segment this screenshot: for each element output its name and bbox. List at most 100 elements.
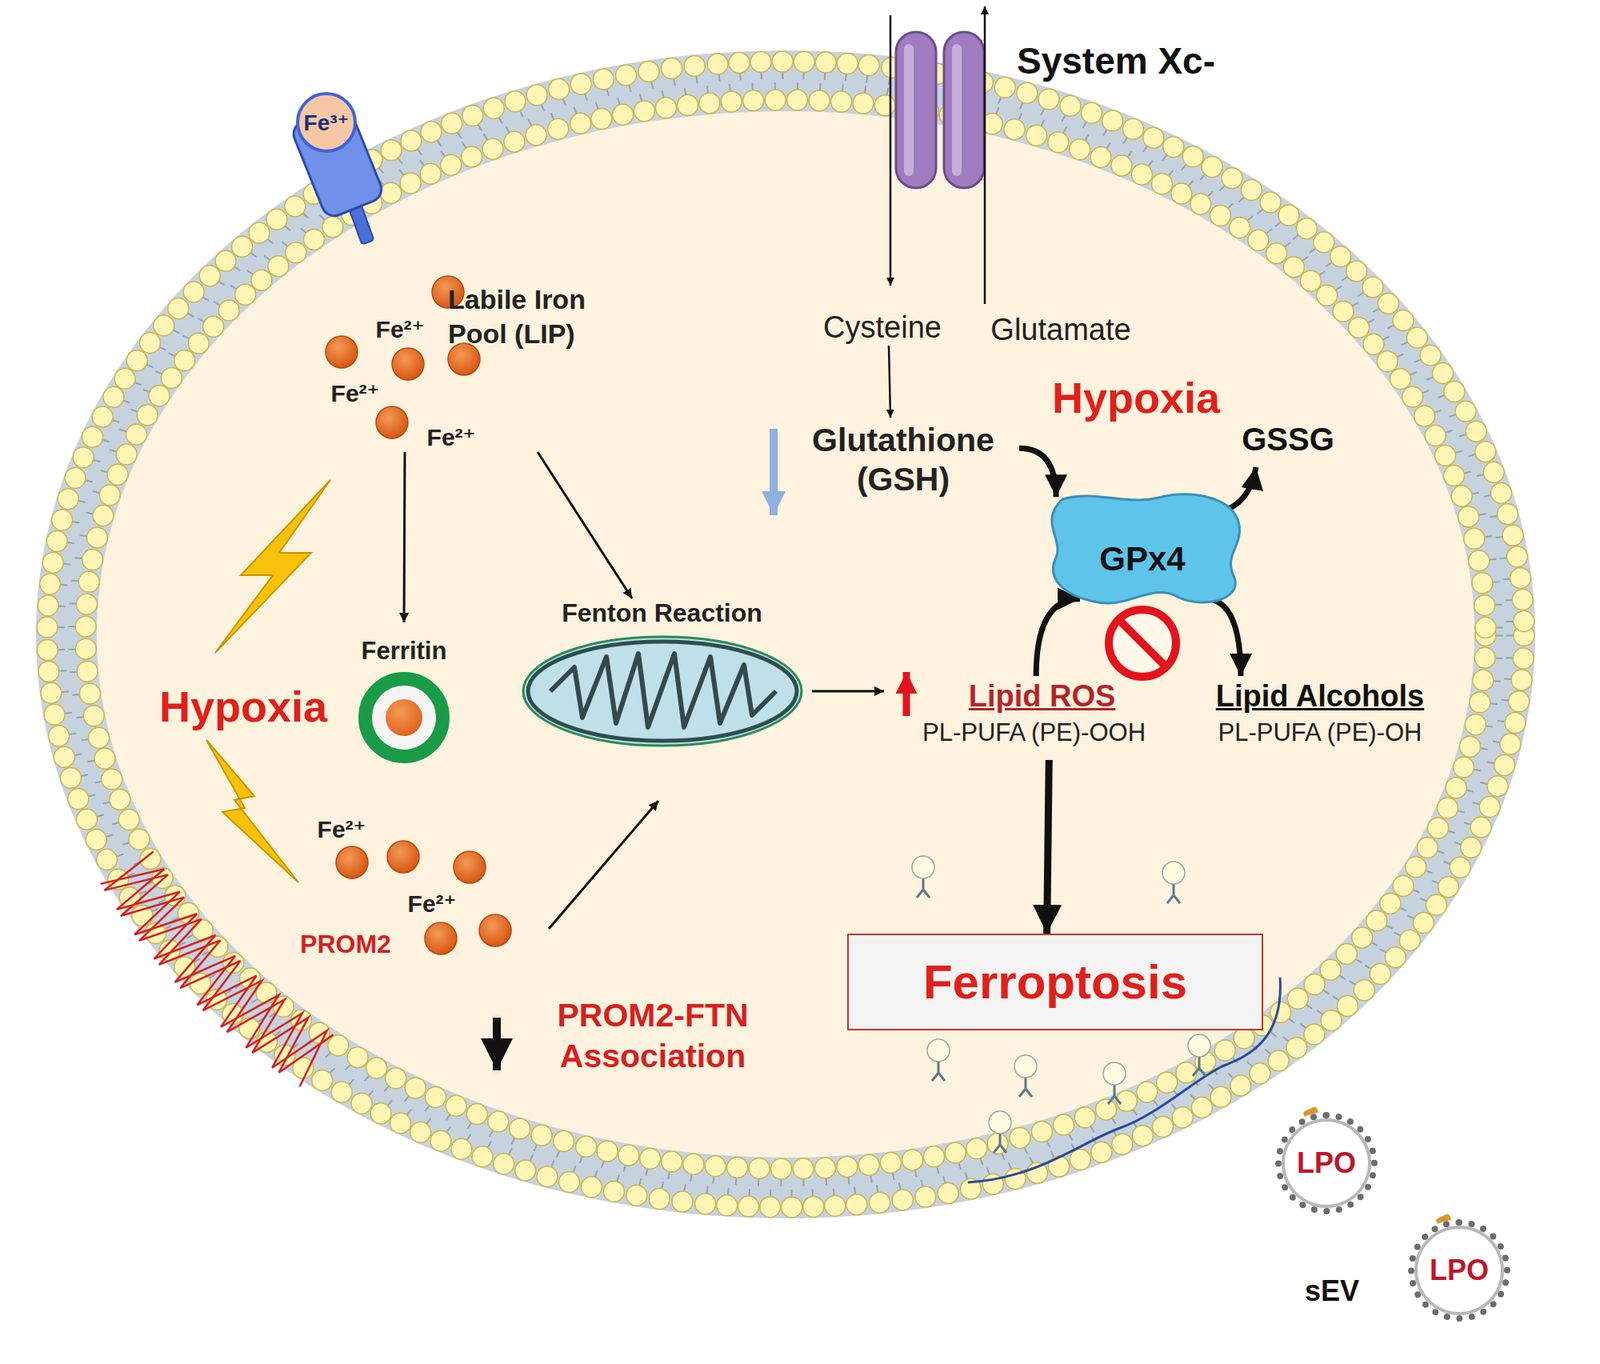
lipid-head [1405,856,1427,878]
mitochondrion-fenton: Fenton Reaction [512,598,812,763]
mitochondrion [518,631,807,752]
lipid-head [1038,88,1060,110]
lipid-head [1437,797,1459,819]
lipid-head [672,1191,693,1212]
lipid-head [874,95,896,116]
mechanism-label: PROM2-FTN Association [520,995,785,1078]
connector-arrow [1036,598,1080,676]
lipid-head [1320,1009,1342,1031]
sev-vesicle: LPO [1275,1112,1378,1215]
lipid-head [420,163,441,184]
lipid-head [107,464,128,485]
lipid-head [994,76,1016,98]
lipid-head [1151,173,1172,195]
lipid-head [1304,1024,1325,1045]
lipid-head [1472,669,1494,691]
lipid-head [1163,136,1184,158]
lipid-head [1416,837,1438,859]
lipid-head [1376,351,1398,372]
lipid-head [78,571,100,592]
lipid-head [1304,974,1325,996]
prom2-zigzag-line [104,852,333,1073]
lipid-head [1152,1116,1174,1138]
lipid-head [207,936,228,957]
lipid-head [716,1195,738,1216]
lipid-head [64,468,86,489]
lipid-head [1363,333,1384,355]
lipid-head [831,91,852,112]
lipid-head [347,1047,368,1068]
lipid-head [1320,959,1341,980]
lipid-head [1451,485,1472,507]
lipid-head [1069,139,1091,160]
lipid-head [1425,894,1447,916]
lipid-head [824,1195,846,1216]
lipid-head [576,1136,597,1157]
lipid-head [1464,714,1486,736]
vesicle-head [927,1039,950,1062]
lipid-head [892,1189,913,1211]
lipid-head [603,1180,624,1202]
lipid-head [76,660,98,682]
lipid-head [1313,232,1335,253]
lipid-head [1502,524,1524,546]
lipid-head [1240,180,1262,201]
lipid-head [548,118,569,140]
inhibition-sign [1108,609,1176,677]
lipid-head [526,84,548,106]
increase-arrow [903,672,911,716]
lipid-head [1380,892,1401,914]
lipid-head [38,660,60,682]
protein-label: PROM2 [300,929,392,960]
lipid-head [1487,776,1508,797]
lipid-head [1455,400,1476,422]
node-label: Labile Iron Pool (LIP) [448,282,632,351]
lipid-head [1420,344,1441,366]
lipid-head [504,91,526,112]
lipid-head [1172,1107,1193,1128]
lipid-head [425,1087,447,1108]
prom2-zigzag-line [100,868,328,1087]
lipid-head [1102,110,1124,132]
lipid-head [42,552,64,573]
lipid-head [1490,482,1512,504]
lipid-head [1233,1028,1255,1049]
decrease-arrow [492,1017,501,1071]
lipid-head [1270,1001,1292,1023]
vesicle-icons [912,856,1211,1153]
lipid-head [1475,617,1496,639]
lipid-head [44,704,65,725]
lipid-head [852,92,874,114]
lipid-head [266,208,288,230]
lipid-head [472,1146,493,1168]
lipid-head [140,332,161,354]
lipid-head [1004,119,1025,140]
glutamate-export-arrow [984,6,987,304]
lipid-head [268,256,289,277]
lipid-head [1392,310,1414,332]
lipid-head [1414,405,1436,427]
connector-arrow [404,452,405,623]
lipid-head [1458,506,1480,528]
iron-dots [325,276,512,955]
lipid-head [188,332,209,354]
lipid-head [880,1152,901,1173]
condition-label: Hypoxia [159,681,328,732]
lipid-head [638,60,660,82]
lipid-head [92,406,113,428]
vesicle-head [912,856,935,879]
lipid-head [1132,1125,1153,1147]
lipid-head [1136,1081,1158,1103]
lipid-head [1437,876,1459,898]
lipid-head [1483,461,1504,483]
lipid-head [218,300,240,321]
lipid-head [1080,102,1102,124]
vesicle-label: sEV [1304,1274,1360,1308]
lipid-head [720,91,742,112]
lipid-head [1026,124,1048,146]
lipid-head [1111,155,1132,176]
lipid-head [1278,204,1300,226]
lipid-head [235,284,256,305]
vesicle-stem [1019,1077,1032,1097]
lipid-head [1377,292,1399,314]
